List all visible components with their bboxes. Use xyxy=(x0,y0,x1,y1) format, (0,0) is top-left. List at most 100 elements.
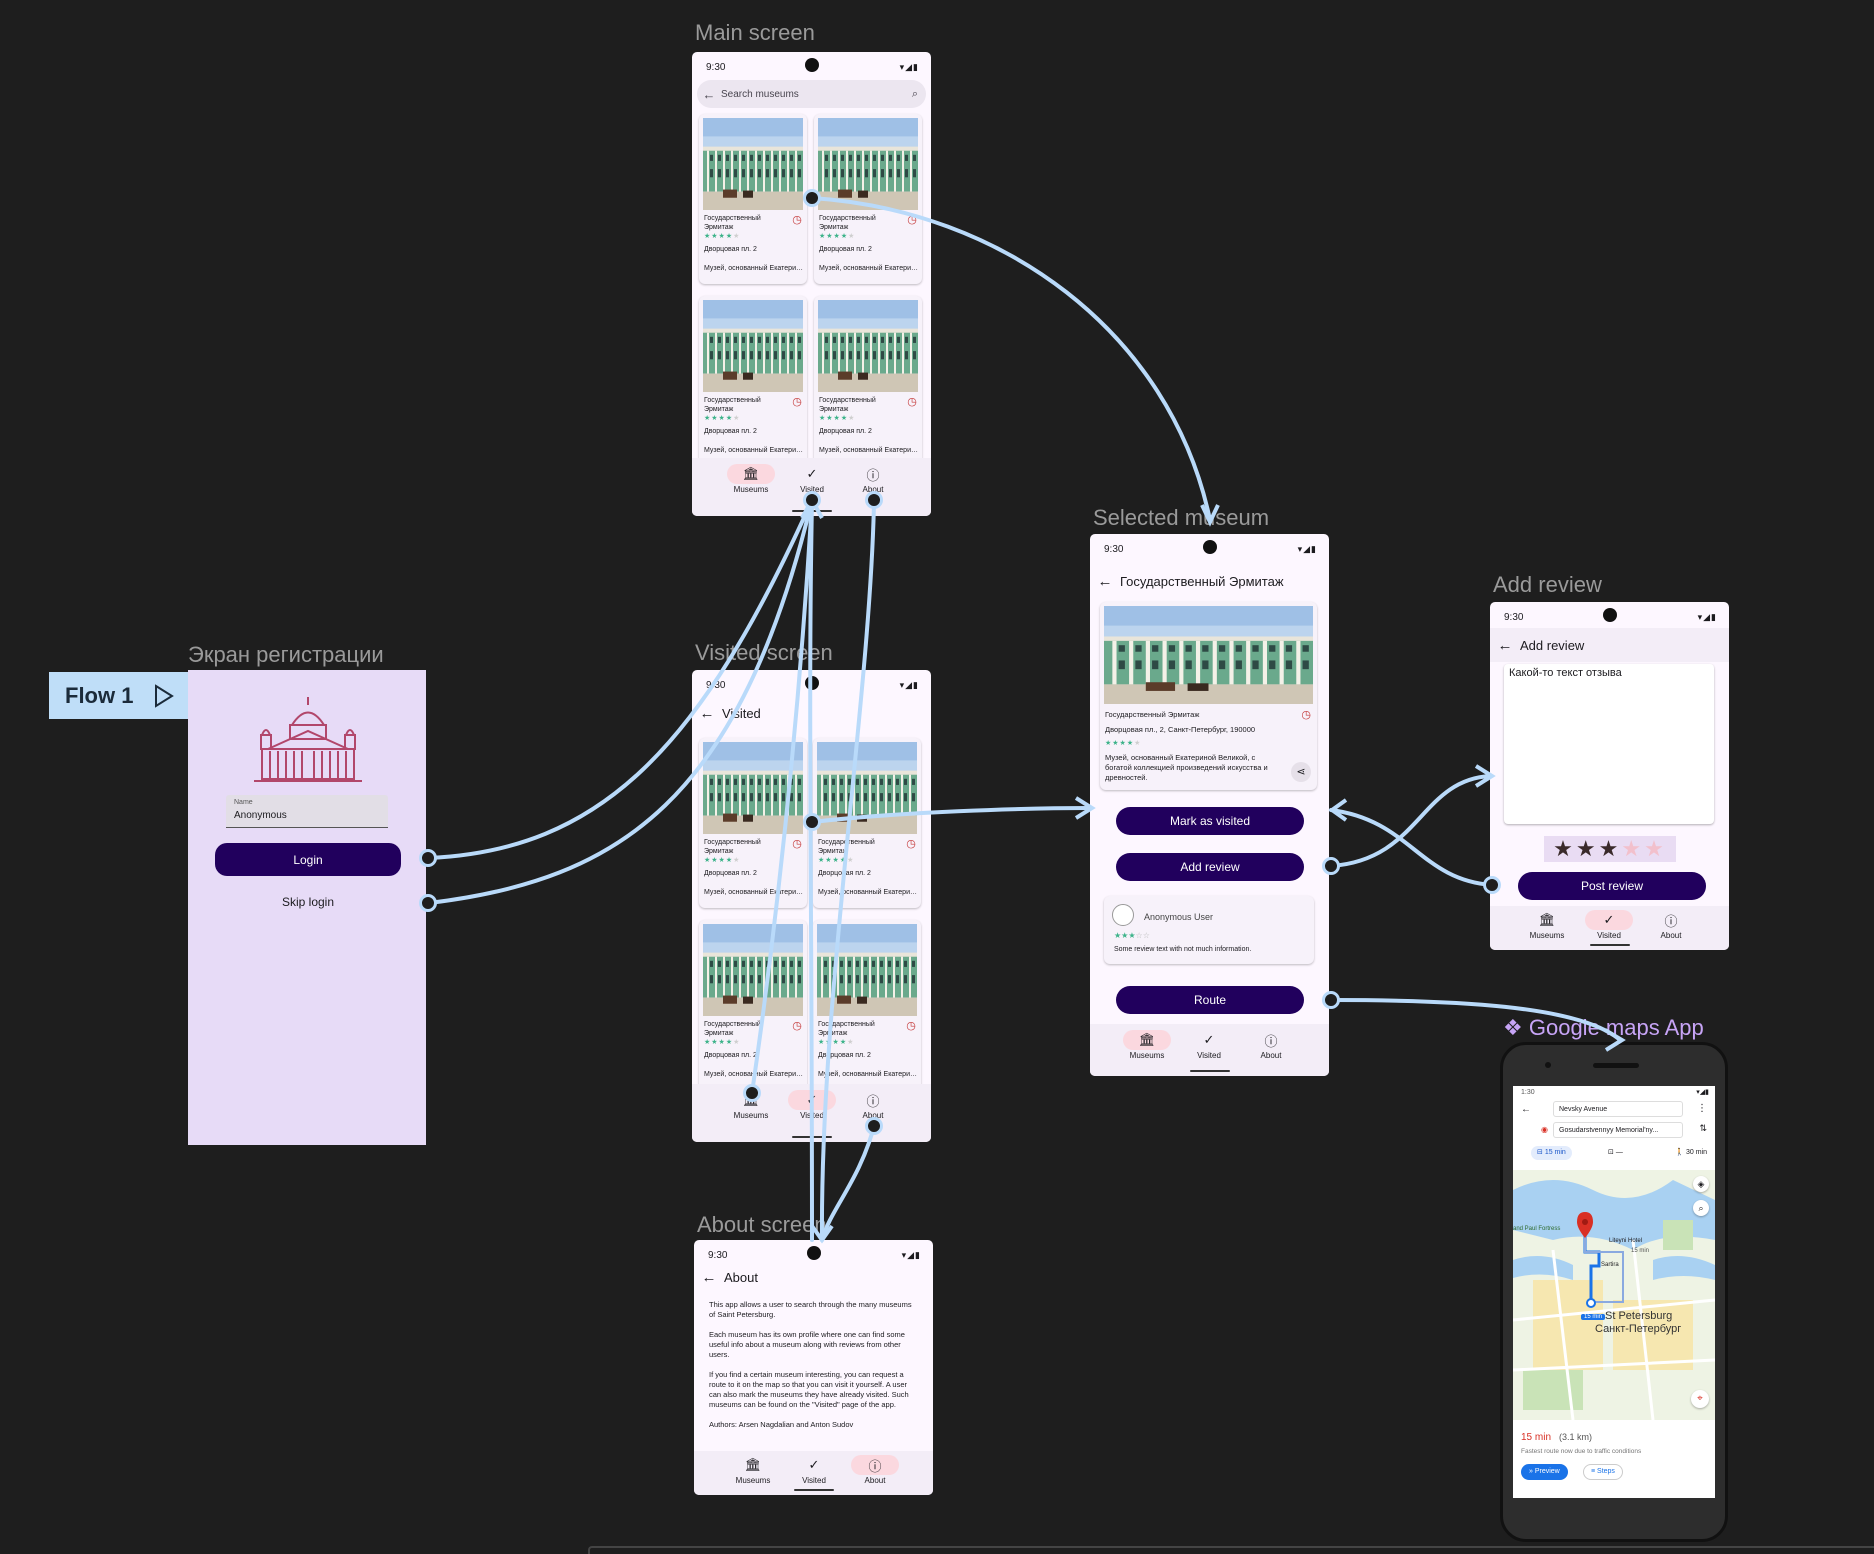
nav-museums-label: Museums xyxy=(735,1476,771,1485)
museum-photo xyxy=(818,300,918,392)
mode-transit-tab[interactable]: ⊡ — xyxy=(1608,1149,1623,1156)
rating-stars: ★★★★★ xyxy=(818,1039,855,1046)
back-arrow-icon[interactable]: ← xyxy=(699,704,715,722)
arrow-head xyxy=(810,1224,834,1244)
museum-card[interactable]: Государственный Эрмитаж◷★★★★★Дворцовая п… xyxy=(699,920,807,1090)
mode-walk-tab[interactable]: 🚶 30 min xyxy=(1675,1149,1707,1156)
visited-screen: 9:30 ▾◢▮ ← Visited Государственный Эрмит… xyxy=(692,670,931,1142)
museum-card[interactable]: Государственный Эрмитаж◷★★★★★Дворцовая п… xyxy=(699,114,807,284)
page-title: About xyxy=(724,1269,758,1285)
cathedral-logo-icon xyxy=(254,697,362,782)
walk-time: 30 min xyxy=(1685,1149,1707,1156)
skip-login-button[interactable]: Skip login xyxy=(281,895,335,909)
back-arrow-icon[interactable]: ← xyxy=(702,86,716,102)
connector-node[interactable] xyxy=(419,849,437,867)
destination-pin-icon: ◉ xyxy=(1541,1125,1548,1134)
star-icon[interactable]: ★ xyxy=(1644,836,1667,861)
swap-icon[interactable]: ⇅ xyxy=(1699,1123,1707,1133)
museum-name: Государственный Эрмитаж xyxy=(704,839,761,855)
search-icon[interactable]: ⌕ xyxy=(1693,1200,1709,1216)
clock-icon[interactable]: ◷ xyxy=(792,838,802,850)
nav-museums[interactable]: 🏛Museums xyxy=(1519,910,1575,940)
rating-selector[interactable]: ★★★★★ xyxy=(1544,836,1676,862)
museum-card[interactable]: Государственный Эрмитаж◷★★★★★Дворцовая п… xyxy=(814,296,922,466)
route-button[interactable]: Route xyxy=(1116,986,1304,1014)
search-input[interactable]: Search museums xyxy=(721,88,799,100)
origin-field[interactable]: Nevsky Avenue xyxy=(1553,1101,1683,1117)
search-bar[interactable]: ← Search museums ⌕ xyxy=(697,80,926,108)
page-title: Add review xyxy=(1520,637,1585,653)
search-icon[interactable]: ⌕ xyxy=(911,87,919,100)
preview-button[interactable]: » Preview xyxy=(1521,1464,1568,1480)
connector-node[interactable] xyxy=(743,1084,761,1102)
wire-visited-about xyxy=(820,1124,876,1242)
connector-node[interactable] xyxy=(419,894,437,912)
login-button[interactable]: Login xyxy=(215,843,401,876)
nav-visited[interactable]: ✓Visited xyxy=(1181,1030,1237,1060)
connector-node[interactable] xyxy=(803,491,821,509)
destination-field[interactable]: Gosudarstvennyy Memorial'ny... xyxy=(1553,1122,1683,1138)
star-icon[interactable]: ★ xyxy=(1553,836,1576,861)
maps-status-time: 1:30 xyxy=(1521,1089,1535,1096)
museum-card[interactable]: Государственный Эрмитаж◷★★★★★Дворцовая п… xyxy=(699,738,807,908)
connector-node[interactable] xyxy=(1483,876,1501,894)
star-icon[interactable]: ★ xyxy=(1621,836,1645,861)
back-arrow-icon[interactable]: ← xyxy=(1497,636,1513,654)
museum-card[interactable]: Государственный Эрмитаж◷★★★★★Дворцовая п… xyxy=(813,920,921,1090)
clock-icon[interactable]: ◷ xyxy=(1301,709,1311,721)
star-icon[interactable]: ★ xyxy=(1598,836,1622,861)
arrow-head xyxy=(1474,764,1496,788)
mark-visited-button[interactable]: Mark as visited xyxy=(1116,807,1304,835)
connector-node[interactable] xyxy=(865,491,883,509)
nav-visited[interactable]: ✓Visited xyxy=(1581,910,1637,940)
nav-museums[interactable]: 🏛Museums xyxy=(1119,1030,1175,1060)
connector-node[interactable] xyxy=(865,1117,883,1135)
connector-node[interactable] xyxy=(1322,857,1340,875)
map-label-city-ru: Санкт-Петербург xyxy=(1595,1323,1682,1335)
connector-node[interactable] xyxy=(803,189,821,207)
clock-icon[interactable]: ◷ xyxy=(906,1020,916,1032)
status-bar: 9:30 ▾◢▮ xyxy=(1090,534,1329,560)
mode-drive-tab[interactable]: ⊟ 15 min xyxy=(1531,1146,1572,1160)
nav-visited[interactable]: ✓Visited xyxy=(784,464,840,494)
back-arrow-icon[interactable]: ← xyxy=(1097,572,1113,590)
review-textarea[interactable]: Какой-то текст отзыва xyxy=(1504,664,1714,824)
flow-start-label[interactable]: Flow 1 xyxy=(49,672,188,719)
more-icon[interactable]: ⋮ xyxy=(1697,1103,1707,1114)
steps-button[interactable]: ≡ Steps xyxy=(1583,1464,1623,1480)
connector-node[interactable] xyxy=(1322,991,1340,1009)
nav-museums[interactable]: 🏛Museums xyxy=(723,464,779,494)
selected-museum-screen: 9:30 ▾◢▮ ← Государственный Эрмитаж Госуд… xyxy=(1090,534,1329,1076)
clock-icon[interactable]: ◷ xyxy=(792,396,802,408)
clock-icon[interactable]: ◷ xyxy=(792,1020,802,1032)
clock-icon[interactable]: ◷ xyxy=(792,214,802,226)
back-arrow-icon[interactable]: ← xyxy=(1521,1104,1531,1115)
wire-main-visited-to-visited xyxy=(808,500,814,1242)
museum-card[interactable]: Государственный Эрмитаж◷★★★★★Дворцовая п… xyxy=(699,296,807,466)
clock-icon[interactable]: ◷ xyxy=(907,396,917,408)
layers-icon[interactable]: ◈ xyxy=(1693,1176,1709,1192)
star-icon[interactable]: ★ xyxy=(1575,836,1599,861)
clock-icon[interactable]: ◷ xyxy=(907,214,917,226)
museum-card[interactable]: Государственный Эрмитаж◷★★★★★Дворцовая п… xyxy=(814,114,922,284)
nav-museums[interactable]: 🏛Museums xyxy=(725,1455,781,1485)
name-field[interactable]: Name Anonymous xyxy=(226,795,388,828)
map-view[interactable]: ◈ ⌕ and Paul Fortress Liteyni Hotel 15 m… xyxy=(1513,1170,1715,1420)
review-user: Anonymous User xyxy=(1144,912,1214,922)
share-icon[interactable]: ⋖ xyxy=(1291,762,1311,782)
hermitage-photo-graphic xyxy=(818,118,918,210)
add-review-button[interactable]: Add review xyxy=(1116,853,1304,881)
connector-node[interactable] xyxy=(803,813,821,831)
clock-icon[interactable]: ◷ xyxy=(906,838,916,850)
my-location-icon[interactable]: ⌖ xyxy=(1691,1390,1709,1408)
post-review-button[interactable]: Post review xyxy=(1518,872,1706,900)
nav-visited[interactable]: ✓Visited xyxy=(786,1455,842,1485)
museum-photo xyxy=(703,300,803,392)
museum-address: Дворцовая пл. 2 xyxy=(818,1052,871,1059)
back-arrow-icon[interactable]: ← xyxy=(701,1268,717,1286)
